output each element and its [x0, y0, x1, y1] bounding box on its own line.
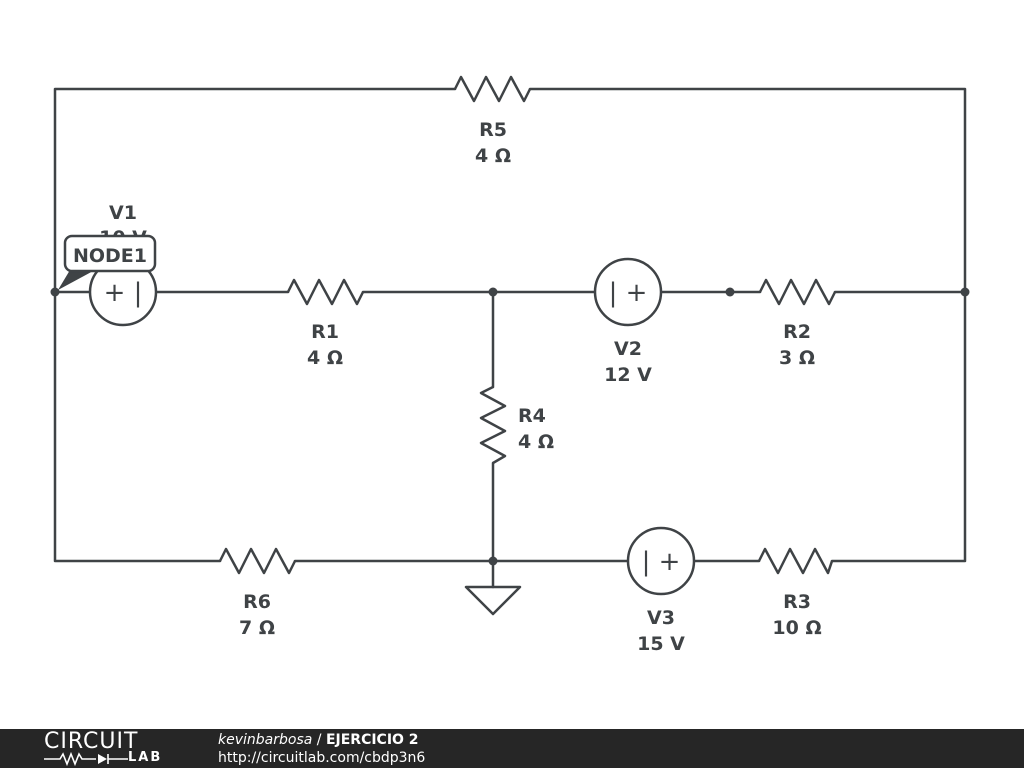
r3-value: 10 Ω [772, 617, 821, 639]
resistor-r1[interactable] [286, 278, 365, 306]
r1-name: R1 [311, 321, 339, 343]
r6-name: R6 [243, 591, 271, 613]
logo-brand-top: CIRCUIT [44, 729, 139, 754]
v2-value: 12 V [604, 364, 652, 386]
voltage-source-v3[interactable]: | + [626, 526, 696, 596]
v2-name: V2 [614, 338, 642, 360]
circuit-url[interactable]: http://circuitlab.com/cbdp3n6 [218, 750, 426, 766]
junction-dots [50, 287, 970, 566]
logo-brand-bottom: LAB [128, 750, 163, 765]
voltage-source-v2[interactable]: | + [593, 257, 663, 327]
r1-value: 4 Ω [307, 347, 343, 369]
footer-bar: CIRCUIT LAB kevinbarbosa / EJERCICIO 2 h… [0, 729, 1024, 768]
r5-value: 4 Ω [475, 145, 511, 167]
node1-label: NODE1 [73, 245, 147, 267]
r2-name: R2 [783, 321, 811, 343]
r4-value: 4 Ω [518, 431, 554, 453]
resistor-r2[interactable] [758, 278, 837, 306]
logo-waveform-icon [44, 752, 128, 766]
v3-name: V3 [647, 607, 675, 629]
resistor-r6[interactable] [218, 547, 297, 575]
footer-title-line: kevinbarbosa / EJERCICIO 2 [218, 731, 419, 749]
circuitlab-logo[interactable]: CIRCUIT LAB [44, 730, 184, 766]
author-link[interactable]: kevinbarbosa [218, 732, 313, 748]
v1-symbol: + | [104, 278, 143, 308]
wires [53, 87, 967, 589]
v3-symbol: | + [642, 547, 681, 577]
r6-value: 7 Ω [239, 617, 275, 639]
r4-name: R4 [518, 405, 546, 427]
ground-icon [464, 585, 522, 616]
v3-value: 15 V [637, 633, 685, 655]
v2-symbol: | + [609, 278, 648, 308]
v1-name: V1 [109, 202, 137, 224]
r2-value: 3 Ω [779, 347, 815, 369]
circuit-schematic: + | | + | + R5 4 Ω R1 4 Ω R2 3 Ω R4 4 Ω … [50, 75, 970, 655]
r3-name: R3 [783, 591, 811, 613]
circuit-title[interactable]: EJERCICIO 2 [325, 732, 419, 748]
resistor-r5[interactable] [453, 75, 532, 103]
resistor-r4[interactable] [479, 385, 507, 465]
resistor-r3[interactable] [757, 547, 834, 575]
r5-name: R5 [479, 119, 507, 141]
title-separator: / [312, 732, 326, 748]
node1-callout[interactable]: NODE1 [58, 234, 157, 290]
